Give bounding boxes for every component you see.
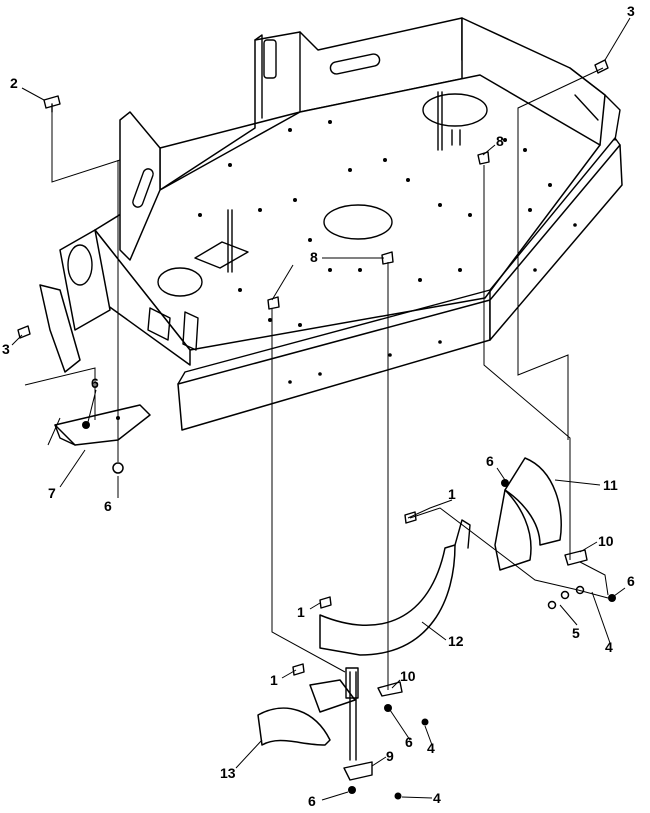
- assembly-lines: [24, 67, 609, 690]
- left-deflector: [39, 284, 81, 373]
- callout-6-bottom: 6: [308, 793, 316, 809]
- deck-right-wall: [461, 17, 606, 146]
- hardware: [17, 59, 616, 800]
- callout-4-low: 4: [427, 740, 435, 756]
- callout-7: 7: [48, 485, 56, 501]
- exploded-parts: [39, 284, 588, 781]
- spindle-opening-center: [323, 204, 393, 240]
- callout-4-bottom: 4: [433, 790, 441, 806]
- callout-1-low: 1: [270, 672, 278, 688]
- callout-3-left: 3: [2, 341, 10, 357]
- callout-10-right: 10: [598, 533, 614, 549]
- nut-6: [112, 462, 124, 474]
- callout-labels: 2 3 3 8 8 6 7 6 6 11 1 10 6 1 12 5 4 1 1…: [2, 3, 635, 809]
- callout-11: 11: [603, 477, 618, 493]
- callout-9: 9: [386, 748, 394, 764]
- callout-8-mid: 8: [310, 249, 318, 265]
- spindle-opening-right: [422, 93, 488, 127]
- callout-6-low: 6: [405, 734, 413, 750]
- callout-6-below7: 6: [104, 498, 112, 514]
- deck-holes: [198, 120, 552, 327]
- callout-3-top: 3: [627, 3, 635, 19]
- callout-13: 13: [220, 765, 236, 781]
- deck-top-plate: [94, 74, 601, 351]
- callout-2: 2: [10, 75, 18, 91]
- callout-1-mid: 1: [297, 604, 305, 620]
- callout-10-low: 10: [400, 668, 416, 684]
- callout-6-left: 6: [91, 375, 99, 391]
- part-13-baffle: [257, 707, 331, 746]
- callout-6-right: 6: [627, 573, 635, 589]
- deck-right-rail: [489, 144, 623, 341]
- callout-5: 5: [572, 625, 580, 641]
- part-7-bracket: [54, 404, 151, 446]
- callout-8-right: 8: [496, 133, 504, 149]
- callout-6-11: 6: [486, 453, 494, 469]
- callout-1-top: 1: [448, 486, 456, 502]
- mower-deck: [59, 17, 623, 431]
- callout-4-right: 4: [605, 639, 613, 655]
- callout-leaders: [11, 17, 631, 801]
- part-11-baffle: [504, 457, 562, 546]
- callout-12: 12: [448, 633, 464, 649]
